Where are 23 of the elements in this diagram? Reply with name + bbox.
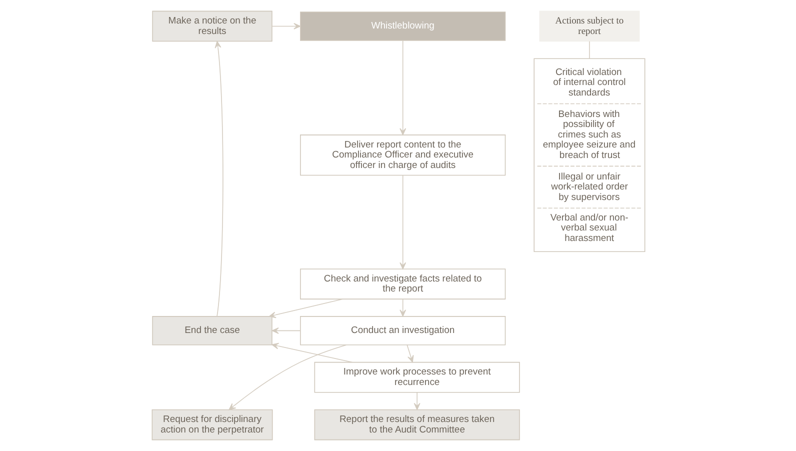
node-box: End the case (152, 316, 272, 346)
node-box: Make a notice on the results (152, 10, 272, 42)
arrow (399, 298, 406, 317)
node-box: Critical violation of internal control standards Behaviors with possibility of crimes such as employee seizure and breach of trust Illegal or unfair work-related order by supervisors Verbal and/or non-verbal sexual harassment (533, 58, 645, 252)
arrow (271, 22, 300, 30)
arrow (271, 327, 300, 334)
node-box: Report the results of measures taken to the Audit Committee (314, 409, 520, 440)
node-box: Request for disciplinary action on the perpetrator (151, 409, 272, 440)
arrow (214, 41, 223, 317)
node-box: Deliver report content to the Compliance Officer and executive officer in charge of audits (300, 134, 506, 176)
node-box: Improve work processes to prevent recurrence (314, 362, 520, 393)
arrow (399, 175, 406, 270)
node-box: Whistleblowing (300, 12, 506, 41)
node-box: Conduct an investigation (300, 316, 506, 346)
arrow (228, 344, 346, 410)
node-box: Check and investigate facts related to the report (300, 268, 506, 300)
arrow (406, 344, 414, 362)
node-box: Actions subject to report (538, 10, 640, 42)
connector (588, 40, 590, 59)
arrow (271, 342, 352, 363)
arrow (399, 40, 406, 136)
arrow (413, 392, 420, 410)
arrow (268, 298, 342, 318)
